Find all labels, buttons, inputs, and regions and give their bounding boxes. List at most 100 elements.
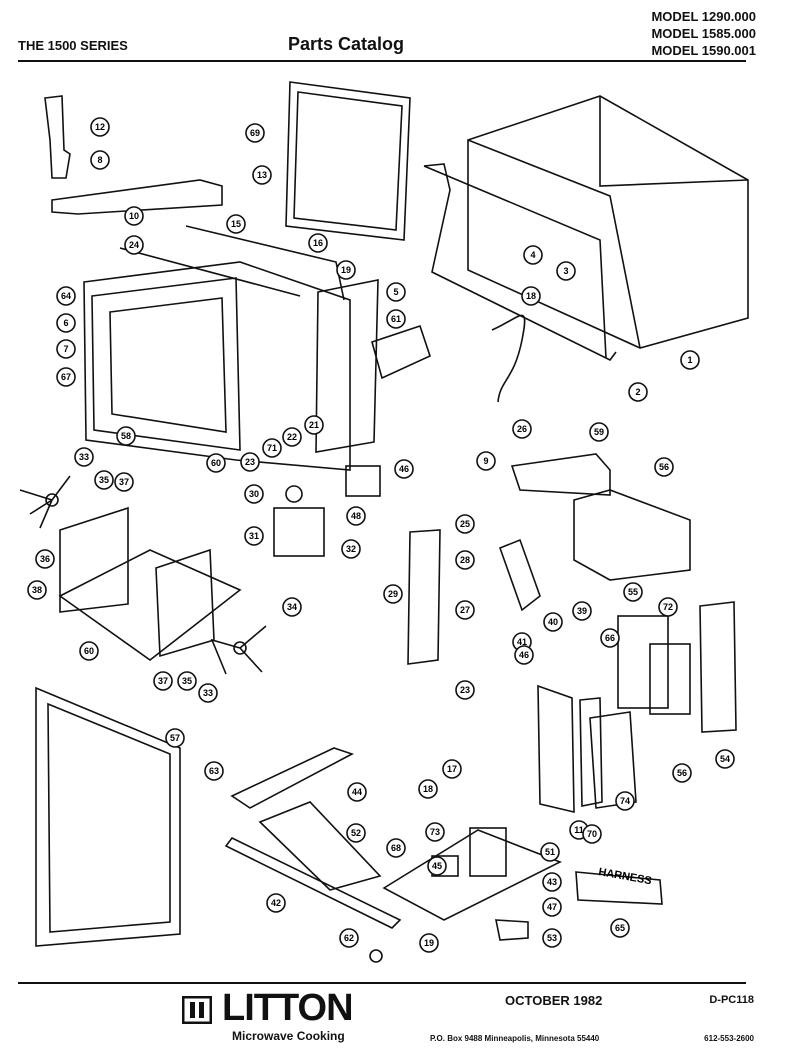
callout-number: 66 bbox=[605, 633, 615, 643]
callout-bubble: 74 bbox=[615, 791, 635, 811]
callout-number: 23 bbox=[460, 685, 470, 695]
callout-number: 63 bbox=[209, 766, 219, 776]
callout-bubble: 66 bbox=[600, 628, 620, 648]
callout-number: 32 bbox=[346, 544, 356, 554]
company-address: P.O. Box 9488 Minneapolis, Minnesota 554… bbox=[430, 1034, 600, 1043]
callout-number: 46 bbox=[399, 464, 409, 474]
callout-number: 69 bbox=[250, 128, 260, 138]
callout-bubble: 30 bbox=[244, 484, 264, 504]
callout-bubble: 60 bbox=[206, 453, 226, 473]
callout-bubble: 61 bbox=[386, 309, 406, 329]
page-title: Parts Catalog bbox=[288, 34, 405, 54]
callout-number: 27 bbox=[460, 605, 470, 615]
callout-bubble: 40 bbox=[543, 612, 563, 632]
callout-bubble: 69 bbox=[245, 123, 265, 143]
callout-number: 31 bbox=[249, 531, 259, 541]
callout-bubble: 52 bbox=[346, 823, 366, 843]
callout-bubble: 58 bbox=[116, 426, 136, 446]
callout-bubble: 32 bbox=[341, 539, 361, 559]
callout-number: 36 bbox=[40, 554, 50, 564]
harness-label: HARNESS bbox=[597, 866, 652, 887]
callout-bubble: 46 bbox=[394, 459, 414, 479]
callout-bubble: 73 bbox=[425, 822, 445, 842]
callout-number: 12 bbox=[95, 122, 105, 132]
callout-number: 46 bbox=[519, 650, 529, 660]
callout-bubble: 22 bbox=[282, 427, 302, 447]
callout-bubble: 60 bbox=[79, 641, 99, 661]
callout-number: 37 bbox=[119, 477, 129, 487]
callout-bubble: 55 bbox=[623, 582, 643, 602]
callout-number: 70 bbox=[587, 829, 597, 839]
callout-number: 56 bbox=[677, 768, 687, 778]
callout-bubble: 54 bbox=[715, 749, 735, 769]
callout-bubble: 36 bbox=[35, 549, 55, 569]
callout-bubble: 28 bbox=[455, 550, 475, 570]
callout-bubble: 56 bbox=[654, 457, 674, 477]
callout-number: 65 bbox=[615, 923, 625, 933]
company-phone: 612-553-2600 bbox=[704, 1034, 754, 1043]
callout-number: 3 bbox=[563, 266, 568, 276]
callout-number: 13 bbox=[257, 170, 267, 180]
callout-number: 71 bbox=[267, 443, 277, 453]
callout-bubble: 72 bbox=[658, 597, 678, 617]
callout-bubble: 34 bbox=[282, 597, 302, 617]
callout-number: 7 bbox=[63, 344, 68, 354]
callout-number: 41 bbox=[517, 637, 527, 647]
callout-number: 72 bbox=[663, 602, 673, 612]
callout-bubble: 70 bbox=[582, 824, 602, 844]
callout-bubble: 21 bbox=[304, 415, 324, 435]
callout-number: 47 bbox=[547, 902, 557, 912]
footer-rule bbox=[18, 982, 746, 984]
callout-bubble: 42 bbox=[266, 893, 286, 913]
callout-number: 30 bbox=[249, 489, 259, 499]
callout-bubble: 27 bbox=[455, 600, 475, 620]
callout-number: 54 bbox=[720, 754, 730, 764]
callout-bubble: 63 bbox=[204, 761, 224, 781]
callout-bubble: 23 bbox=[455, 680, 475, 700]
callout-number: 42 bbox=[271, 898, 281, 908]
callout-number: 53 bbox=[547, 933, 557, 943]
callout-bubble: 18 bbox=[418, 779, 438, 799]
callout-number: 61 bbox=[391, 314, 401, 324]
brand-subtitle: Microwave Cooking bbox=[232, 1029, 345, 1043]
callout-number: 38 bbox=[32, 585, 42, 595]
callout-number: 15 bbox=[231, 219, 241, 229]
callout-bubble: 2 bbox=[628, 382, 648, 402]
callout-bubble: 15 bbox=[226, 214, 246, 234]
callout-number: 37 bbox=[158, 676, 168, 686]
callout-number: 4 bbox=[530, 250, 535, 260]
callout-bubble: 17 bbox=[442, 759, 462, 779]
callout-number: 5 bbox=[393, 287, 398, 297]
callout-bubble: 12 bbox=[90, 117, 110, 137]
callout-number: 9 bbox=[483, 456, 488, 466]
rail-part bbox=[51, 179, 223, 215]
callout-number: 11 bbox=[574, 825, 584, 835]
callout-bubble: 44 bbox=[347, 782, 367, 802]
callout-number: 52 bbox=[351, 828, 361, 838]
callout-number: 24 bbox=[129, 240, 139, 250]
callout-bubble: 38 bbox=[27, 580, 47, 600]
callout-number: 51 bbox=[545, 847, 555, 857]
callout-bubble: 47 bbox=[542, 897, 562, 917]
series-label: THE 1500 SERIES bbox=[18, 38, 128, 53]
callout-number: 43 bbox=[547, 877, 557, 887]
callout-number: 57 bbox=[170, 733, 180, 743]
callout-bubble: 19 bbox=[336, 260, 356, 280]
callout-bubble: 1 bbox=[680, 350, 700, 370]
callout-number: 60 bbox=[84, 646, 94, 656]
callout-bubble: 64 bbox=[56, 286, 76, 306]
callout-number: 67 bbox=[61, 372, 71, 382]
callout-bubble: 29 bbox=[383, 584, 403, 604]
callout-bubble: 23 bbox=[240, 452, 260, 472]
oven-cavity-part bbox=[83, 261, 351, 471]
callout-number: 33 bbox=[79, 452, 89, 462]
callout-number: 34 bbox=[287, 602, 297, 612]
callout-number: 62 bbox=[344, 933, 354, 943]
callout-number: 16 bbox=[313, 238, 323, 248]
callout-bubble: 37 bbox=[153, 671, 173, 691]
callout-number: 58 bbox=[121, 431, 131, 441]
callout-bubble: 33 bbox=[198, 683, 218, 703]
callout-number: 6 bbox=[63, 318, 68, 328]
callout-number: 40 bbox=[548, 617, 558, 627]
callout-bubble: 25 bbox=[455, 514, 475, 534]
